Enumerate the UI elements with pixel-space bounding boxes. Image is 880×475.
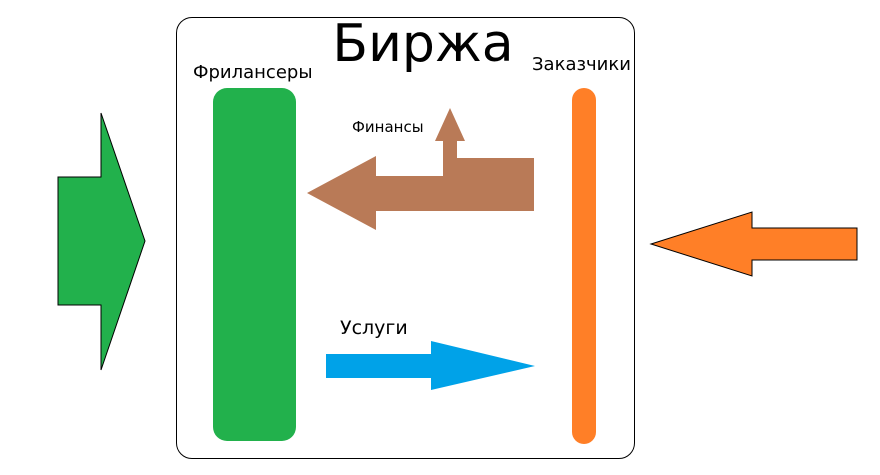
- clients-inflow-arrow: [649, 211, 858, 277]
- finance-arrow: [307, 108, 534, 230]
- freelancers-label: Фрилансеры: [193, 62, 313, 83]
- clients-label: Заказчики: [532, 54, 631, 75]
- exchange-frame: [176, 17, 635, 459]
- freelancers-column: [213, 88, 296, 441]
- diagram-title: Биржа: [332, 14, 514, 74]
- services-arrow: [326, 341, 535, 390]
- freelancers-inflow-arrow: [57, 112, 146, 371]
- finance-label: Финансы: [352, 118, 424, 136]
- clients-column: [572, 88, 596, 444]
- services-label: Услуги: [340, 317, 408, 339]
